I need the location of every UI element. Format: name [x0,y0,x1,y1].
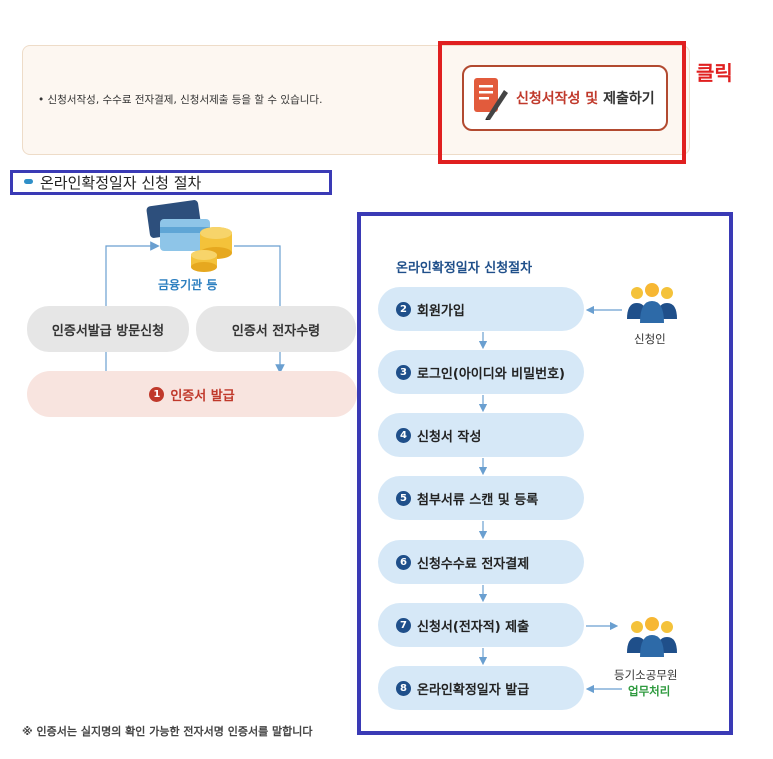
bank-card-coin-icon [146,200,232,272]
registry-staff-label: 등기소공무원 [614,668,678,682]
bank-label: 금융기관 등 [158,278,218,292]
step-label: 첨부서류 스캔 및 등록 [417,492,539,508]
registry-staff-sublabel: 업무처리 [628,684,671,698]
step-number-badge: 6 [396,554,411,570]
step-pay-fee: 6 신청수수료 전자결제 [378,540,584,584]
step-number-badge: 4 [396,427,411,443]
procedure-panel-title: 온라인확정일자 신청절차 [396,261,533,276]
section-title: 온라인확정일자 신청 절차 [40,174,202,192]
step-label: 신청수수료 전자결제 [417,556,530,572]
step-label: 신청서 작성 [417,429,482,445]
electronic-receipt-label: 인증서 전자수령 [231,323,321,339]
applicant-people-icon [627,283,677,323]
step-write-application: 4 신청서 작성 [378,413,584,457]
step-label: 로그인(아이디와 비밀번호) [417,366,565,382]
visit-request-label: 인증서발급 방문신청 [51,323,165,339]
step-number-badge: 3 [396,364,411,380]
step-submit: 7 신청서(전자적) 제출 [378,603,584,647]
step-number-badge: 2 [396,301,411,317]
step-attach-documents: 5 첨부서류 스캔 및 등록 [378,476,584,520]
apply-label-a: 신청서작성 및 [516,91,599,107]
step-signup: 2 회원가입 [378,287,584,331]
step-number-badge: 5 [396,490,411,506]
apply-label-b: 제출하기 [603,91,655,107]
certificate-issue-label: 인증서 발급 [170,388,235,404]
notice-text: • 신청서작성, 수수료 전자결제, 신청서제출 등을 할 수 있습니다. [38,94,323,106]
document-pen-icon [474,78,508,120]
step-login: 3 로그인(아이디와 비밀번호) [378,350,584,394]
visit-request-step: 인증서발급 방문신청 [27,306,189,352]
step-number-badge: 8 [396,680,411,696]
applicant-label: 신청인 [634,332,666,346]
step-number-badge: 1 [149,386,165,402]
step-label: 회원가입 [417,303,465,319]
highlight-frame [438,41,686,164]
registry-staff-icon [627,617,677,657]
footnote: ※ 인증서는 실지명의 확인 가능한 전자서명 인증서를 말합니다 [22,725,313,738]
step-label: 온라인확정일자 발급 [417,682,530,698]
certificate-issue-step: 1 인증서 발급 [27,371,357,417]
electronic-receipt-step: 인증서 전자수령 [196,306,356,352]
section-bullet-icon [24,179,33,184]
apply-submit-button[interactable]: 신청서작성 및 제출하기 [462,65,668,131]
click-hint: 클릭 [696,61,733,85]
section-title-frame [10,170,332,195]
step-label: 신청서(전자적) 제출 [417,619,530,635]
step-issue-date: 8 온라인확정일자 발급 [378,666,584,710]
step-number-badge: 7 [396,617,411,633]
